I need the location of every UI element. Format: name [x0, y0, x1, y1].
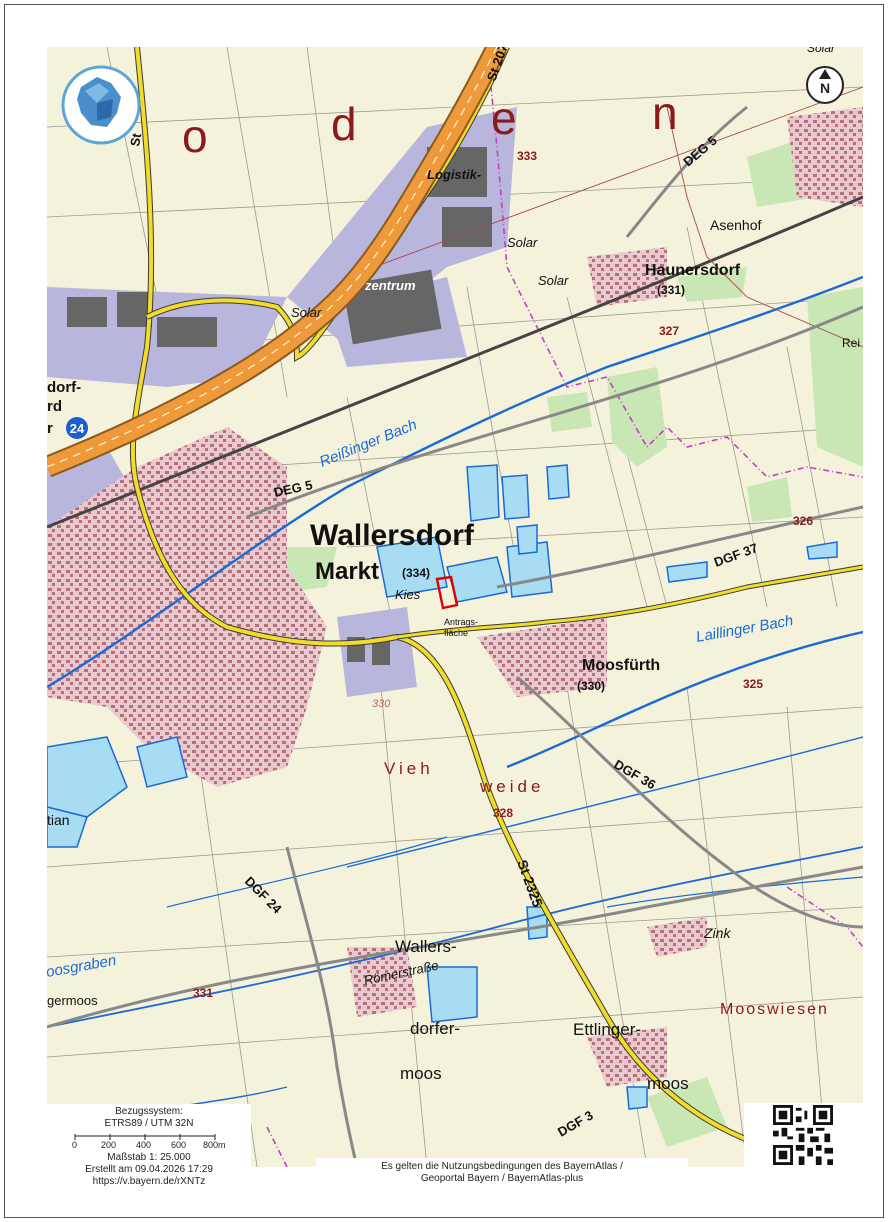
target-area-outline[interactable] [435, 575, 459, 610]
reference-system-label: Bezugssystem: [115, 1106, 183, 1117]
edge-label: tian [47, 812, 70, 828]
solar-label: Solar [538, 273, 569, 288]
scale-bar [74, 1134, 216, 1140]
edge-label: germoos [47, 993, 98, 1008]
motorway [47, 47, 507, 478]
elevation-point: 333 [517, 149, 537, 163]
quarry-label: Kies [395, 587, 421, 602]
area-name: moos [400, 1064, 442, 1083]
edge-label: Rei [842, 336, 860, 350]
north-label: N [820, 80, 830, 96]
area-letter: e [491, 92, 517, 144]
area-name: dorfer- [410, 1019, 460, 1038]
town-subtitle: Markt [315, 558, 379, 585]
motorway-number: 24 [70, 421, 85, 436]
scale-text: Maßstab 1: 25.000 [107, 1152, 191, 1163]
qr-code-icon [773, 1105, 833, 1165]
motorway-shield-icon [66, 417, 88, 439]
water-bodies [47, 464, 838, 1110]
scale-ticks: 0 200 400 600 800m [47, 1140, 251, 1152]
created-date: Erstellt am 09.04.2026 17:29 [85, 1164, 213, 1175]
area-name: moos [647, 1074, 689, 1093]
industrial-label: Logistik- [427, 167, 481, 182]
scale-tick: 200 [101, 1140, 117, 1150]
buildings-industrial [67, 147, 492, 665]
town-elevation: (334) [402, 566, 430, 580]
solar-label: Solar [807, 47, 836, 55]
village-name: Moosfürth [582, 657, 660, 674]
town-name: Wallersdorf [310, 519, 475, 552]
elevation-point: 328 [493, 806, 513, 820]
area-name: Ettlinger- [573, 1020, 641, 1039]
terms-notice: Es gelten die Nutzungsbedingungen des Ba… [316, 1158, 688, 1188]
target-area-label: Antrags- [444, 617, 478, 627]
reference-system-value: ETRS89 / UTM 32N [104, 1118, 194, 1129]
village-elevation: (330) [577, 679, 605, 693]
state-roads [129, 47, 863, 1160]
scale-tick: 0 [72, 1140, 78, 1150]
creation-info: Maßstab 1: 25.000 Erstellt am 09.04.2026… [47, 1152, 251, 1192]
minor-roads [47, 105, 863, 1167]
solar-label: Solar [291, 305, 322, 320]
short-url[interactable]: https://v.bayern.de/rXNTz [92, 1176, 206, 1187]
scale-tick: 400 [136, 1140, 152, 1150]
target-area-label: fläche [444, 628, 468, 638]
village-name: Haunersdorf [645, 262, 741, 279]
scale-tick: 600 [171, 1140, 187, 1150]
industrial-label: zentrum [364, 278, 416, 293]
elevation-point: 327 [659, 324, 679, 338]
qr-code-box[interactable] [744, 1103, 863, 1167]
railway [47, 195, 863, 529]
municipal-boundary [266, 47, 863, 1167]
elevation-point: 325 [743, 677, 763, 691]
village-elevation: (331) [657, 283, 685, 297]
area-name: Mooswiesen [720, 1001, 829, 1018]
scale-tick: 800m [203, 1140, 226, 1150]
topographic-map[interactable]: N 24 o d e n Wallersdorf Markt (334) Hau… [47, 47, 863, 1167]
road-number: St [127, 131, 144, 147]
area-letter: d [331, 98, 357, 150]
area-letter: o [182, 110, 208, 162]
edge-label: rd [47, 398, 62, 415]
area-name: weide [479, 777, 544, 796]
north-arrow-icon [806, 66, 844, 104]
power-lines [346, 86, 863, 348]
bayernatlas-logo [61, 65, 141, 145]
contour-label: 330 [372, 698, 391, 710]
area-name: Wallers- [395, 937, 457, 956]
edge-label: dorf- [47, 379, 81, 396]
edge-label: r [47, 420, 53, 437]
hamlet-name: Zink [703, 925, 731, 941]
settlement-areas [47, 107, 863, 1087]
area-name: Vieh [384, 759, 434, 778]
terms-line: Es gelten die Nutzungsbedingungen des Ba… [381, 1161, 623, 1172]
elevation-point: 326 [793, 514, 813, 528]
hamlet-name: Asenhof [710, 217, 761, 233]
terms-line: Geoportal Bayern / BayernAtlas-plus [420, 1173, 584, 1184]
elevation-point: 331 [193, 986, 213, 1000]
area-letter: n [652, 87, 678, 139]
solar-label: Solar [507, 235, 538, 250]
map-sheet [4, 4, 884, 1218]
